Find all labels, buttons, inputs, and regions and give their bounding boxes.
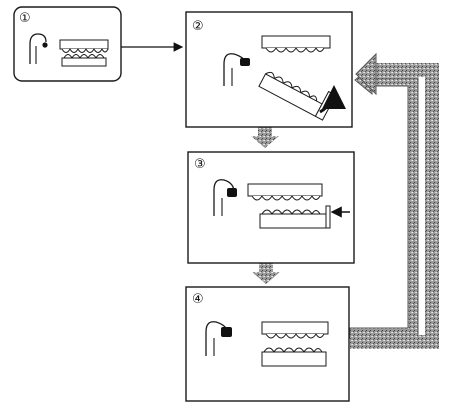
- panel-4: ④: [185, 286, 350, 402]
- curved-arrow-icon: [319, 85, 346, 114]
- panel-4-label: ④: [192, 292, 204, 307]
- upper-jaw-teeth-icon: [261, 35, 331, 53]
- panel-1-label: ①: [19, 11, 31, 26]
- lower-jaw-teeth-icon: [261, 347, 327, 367]
- upper-jaw-teeth-icon: [247, 183, 323, 201]
- return-arrow: [349, 52, 439, 349]
- down-arrow-3-4: [252, 263, 280, 284]
- upper-jaw-teeth-icon: [261, 321, 329, 339]
- lower-jaw-teeth-icon: [61, 54, 107, 67]
- panel-2: ②: [185, 11, 353, 128]
- down-arrow-2-3: [251, 127, 279, 148]
- panel-2-label: ②: [192, 19, 204, 34]
- panel-3: ③: [187, 151, 355, 264]
- lower-jaw-teeth-icon: [259, 205, 331, 229]
- upper-jaw-teeth-icon: [59, 39, 109, 53]
- panel-3-label: ③: [194, 157, 206, 172]
- tongue-tip-icon: [213, 179, 235, 216]
- panel-1: ①: [13, 6, 122, 82]
- stipple-arrow-icon: [349, 64, 419, 339]
- tongue-tip-icon: [29, 33, 47, 64]
